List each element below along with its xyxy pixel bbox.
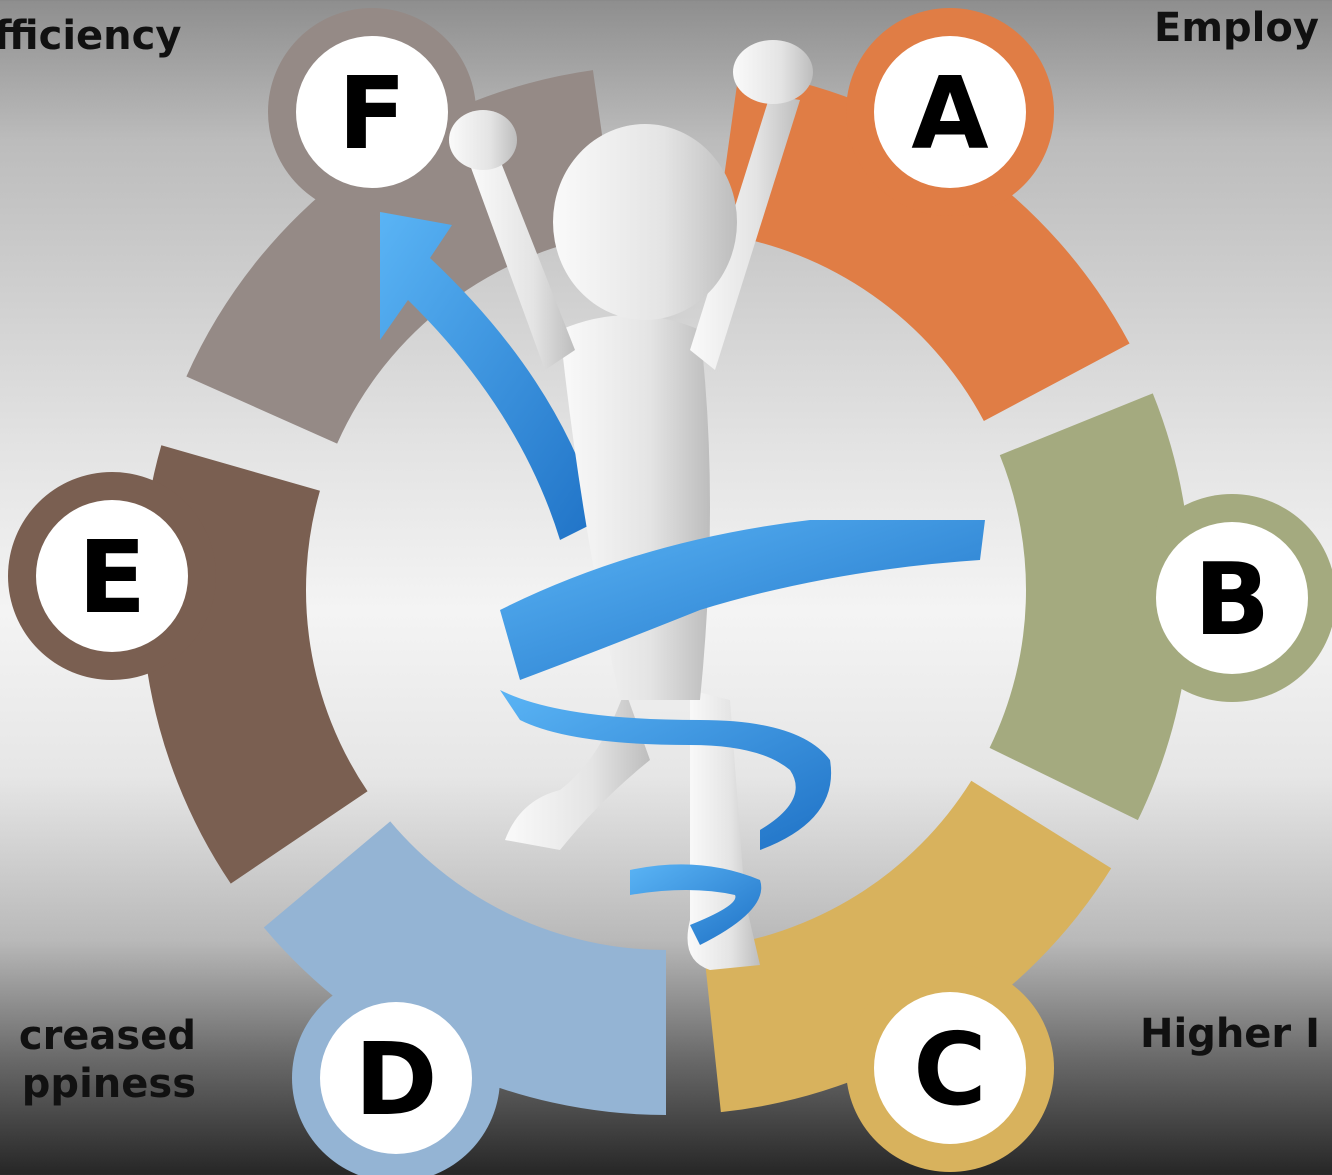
badge-circle-a <box>874 36 1026 188</box>
badge-letter-c: C <box>913 1011 986 1128</box>
segment-a <box>716 70 1130 421</box>
spiral-arrow-icon <box>380 212 600 540</box>
segment-d-label: creased ppiness <box>19 1012 196 1108</box>
badge-letter-d: D <box>354 1021 437 1138</box>
badge-letter-e: E <box>78 519 146 636</box>
segment-d-label-line-2: ppiness <box>21 1061 196 1107</box>
segment-c <box>703 780 1112 1113</box>
segment-f-label: fficiency <box>0 13 182 59</box>
badge-letter-a: A <box>911 55 988 172</box>
badge-letter-f: F <box>338 55 406 172</box>
badge-letter-b: B <box>1194 541 1270 658</box>
badge-circle-f <box>296 36 448 188</box>
badge-circle-b <box>1156 522 1308 674</box>
segment-b <box>989 393 1191 821</box>
letter-badges: A B C D E F <box>36 36 1308 1154</box>
segment-d-label-line-1: creased <box>18 1013 196 1059</box>
celebrating-figure-icon <box>380 40 985 970</box>
badge-circle-e <box>36 500 188 652</box>
badge-circle-d <box>320 1002 472 1154</box>
segment-c-label: Higher I <box>1140 1011 1320 1057</box>
segment-a-label: Employ <box>1154 5 1319 51</box>
badge-circle-c <box>874 992 1026 1144</box>
segment-d <box>263 821 666 1115</box>
